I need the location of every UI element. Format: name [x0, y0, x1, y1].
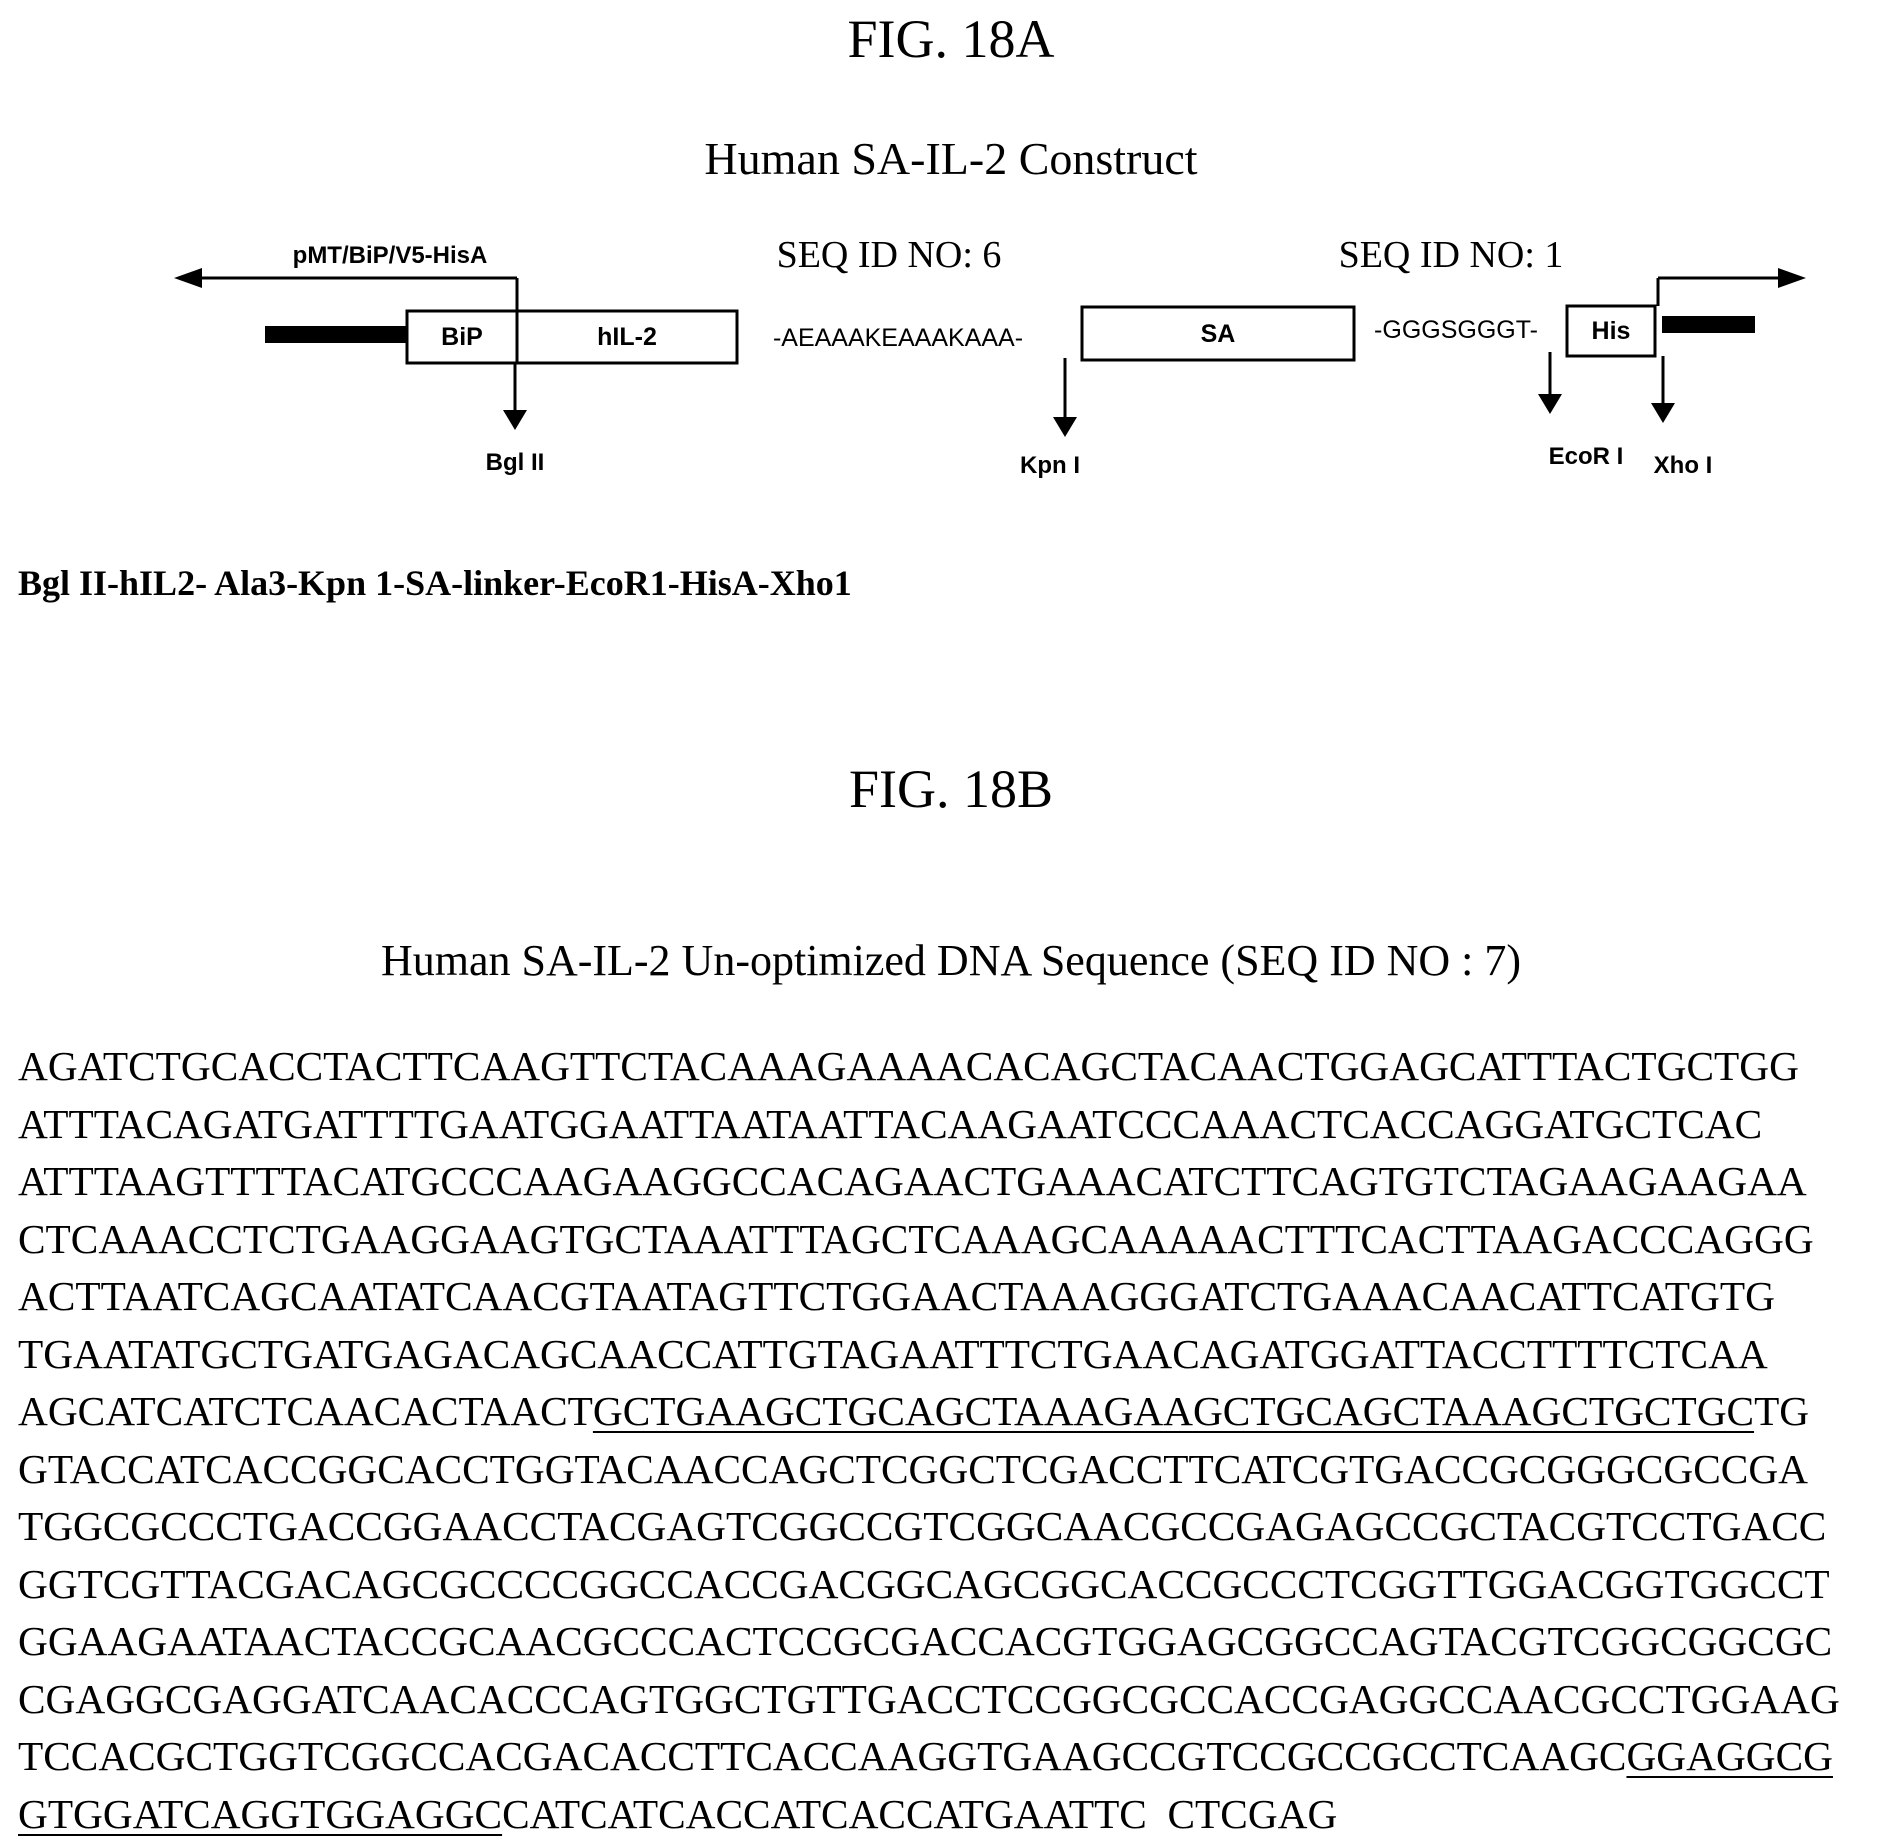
- sequence-segment: TGAATATGCTGATGAGACAGCAACCATTGTAGAATTTCTG…: [18, 1331, 1768, 1377]
- construct-diagram-title: Human SA-IL-2 Construct: [0, 132, 1902, 185]
- sequence-segment: TGGCGCCCTGACCGGAACCTACGAGTCGGCCGTCGGCAAC…: [18, 1503, 1826, 1549]
- ecor-i-arrow: [1538, 352, 1562, 414]
- hil2-label: hIL-2: [597, 323, 657, 351]
- sequence-segment: TCCACGCTGGTCGGCCACGACACCTTCACCAAGGTGAAGC…: [18, 1733, 1626, 1779]
- sequence-line: AGCATCATCTCAACACTAACTGCTGAAGCTGCAGCTAAAG…: [18, 1383, 1840, 1441]
- sequence-segment: GGAAGAATAACTACCGCAACGCCCACTCCGCGACCACGTG…: [18, 1618, 1832, 1664]
- sequence-segment: ATTTACAGATGATTTTGAATGGAATTAATAATTACAAGAA…: [18, 1101, 1762, 1147]
- sequence-line: ATTTACAGATGATTTTGAATGGAATTAATAATTACAAGAA…: [18, 1096, 1840, 1154]
- linker-1-sequence: -AEAAAKEAAAKAAA-: [773, 324, 1023, 352]
- figure-18b-title: FIG. 18B: [0, 758, 1902, 820]
- sequence-segment: TG: [1754, 1388, 1809, 1434]
- sequence-segment: CTCAAACCTCTGAAGGAAGTGCTAAATTTAGCTCAAAGCA…: [18, 1216, 1814, 1262]
- underlined-segment: GCTGAAGCTGCAGCTAAAGAAGCTGCAGCTAAAGCTGCTG…: [593, 1388, 1754, 1434]
- underlined-segment: GGAGGCG: [1626, 1733, 1833, 1779]
- sequence-segment: ACTTAATCAGCAATATCAACGTAATAGTTCTGGAACTAAA…: [18, 1273, 1775, 1319]
- sequence-segment: GTACCATCACCGGCACCTGGTACAACCAGCTCGGCTCGAC…: [18, 1446, 1808, 1492]
- xho-i-label: Xho I: [1654, 452, 1713, 479]
- seq-id-1-label: SEQ ID NO: 1: [1339, 234, 1564, 276]
- kpn-i-label: Kpn I: [1020, 452, 1080, 479]
- sa-label: SA: [1201, 320, 1236, 348]
- underlined-segment: GTGGATCAGGTGGAGGC: [18, 1791, 502, 1837]
- sequence-segment: CGAGGCGAGGATCAACACCCAGTGGCTGTTGACCTCCGGC…: [18, 1676, 1840, 1722]
- sequence-line: GTACCATCACCGGCACCTGGTACAACCAGCTCGGCTCGAC…: [18, 1441, 1840, 1499]
- seq-id-6-label: SEQ ID NO: 6: [777, 234, 1002, 276]
- sequence-line: CGAGGCGAGGATCAACACCCAGTGGCTGTTGACCTCCGGC…: [18, 1671, 1840, 1729]
- bgl-ii-label: Bgl II: [486, 449, 545, 476]
- sequence-line: TGAATATGCTGATGAGACAGCAACCATTGTAGAATTTCTG…: [18, 1326, 1840, 1384]
- sequence-line: TCCACGCTGGTCGGCCACGACACCTTCACCAAGGTGAAGC…: [18, 1728, 1840, 1786]
- sequence-segment: GGTCGTTACGACAGCGCCCCGGCCACCGACGGCAGCGGCA…: [18, 1561, 1830, 1607]
- sequence-line: AGATCTGCACCTACTTCAAGTTCTACAAAGAAAACACAGC…: [18, 1038, 1840, 1096]
- kpn-i-arrow: [1053, 358, 1077, 437]
- sequence-segment: AGATCTGCACCTACTTCAAGTTCTACAAAGAAAACACAGC…: [18, 1043, 1799, 1089]
- vector-arrow-right: [1658, 268, 1806, 306]
- bgl-ii-arrow: [503, 363, 527, 430]
- sequence-segment: ATTTAAGTTTTACATGCCCAAGAAGGCCACAGAACTGAAA…: [18, 1158, 1807, 1204]
- vector-arrow-left: [174, 268, 517, 310]
- sequence-line: TGGCGCCCTGACCGGAACCTACGAGTCGGCCGTCGGCAAC…: [18, 1498, 1840, 1556]
- his-label: His: [1592, 317, 1631, 345]
- vector-backbone-right: [1662, 316, 1755, 333]
- xho-i-arrow: [1651, 356, 1675, 423]
- sequence-title: Human SA-IL-2 Un-optimized DNA Sequence …: [0, 935, 1902, 986]
- vector-backbone-left: [265, 326, 407, 343]
- sequence-segment: AGCATCATCTCAACACTAACT: [18, 1388, 593, 1434]
- linker-2-sequence: -GGGSGGGT-: [1374, 316, 1538, 344]
- sequence-line: CTCAAACCTCTGAAGGAAGTGCTAAATTTAGCTCAAAGCA…: [18, 1211, 1840, 1269]
- construct-order-label: Bgl II-hIL2- Ala3-Kpn 1-SA-linker-EcoR1-…: [18, 562, 852, 604]
- dna-sequence: AGATCTGCACCTACTTCAAGTTCTACAAAGAAAACACAGC…: [18, 1038, 1840, 1843]
- sequence-line: ATTTAAGTTTTACATGCCCAAGAAGGCCACAGAACTGAAA…: [18, 1153, 1840, 1211]
- figure-18a-title: FIG. 18A: [0, 8, 1902, 70]
- sequence-line: GTGGATCAGGTGGAGGCCATCATCACCATCACCATGAATT…: [18, 1786, 1840, 1843]
- ecor-i-label: EcoR I: [1549, 443, 1624, 470]
- sequence-segment: CATCATCACCATCACCATGAATTC CTCGAG: [502, 1791, 1337, 1837]
- bip-label: BiP: [441, 323, 483, 351]
- vector-label: pMT/BiP/V5-HisA: [293, 242, 488, 269]
- sequence-line: GGTCGTTACGACAGCGCCCCGGCCACCGACGGCAGCGGCA…: [18, 1556, 1840, 1614]
- sequence-line: GGAAGAATAACTACCGCAACGCCCACTCCGCGACCACGTG…: [18, 1613, 1840, 1671]
- sequence-line: ACTTAATCAGCAATATCAACGTAATAGTTCTGGAACTAAA…: [18, 1268, 1840, 1326]
- construct-diagram: pMT/BiP/V5-HisA BiP hIL-2 Bgl II SEQ ID …: [0, 230, 1902, 490]
